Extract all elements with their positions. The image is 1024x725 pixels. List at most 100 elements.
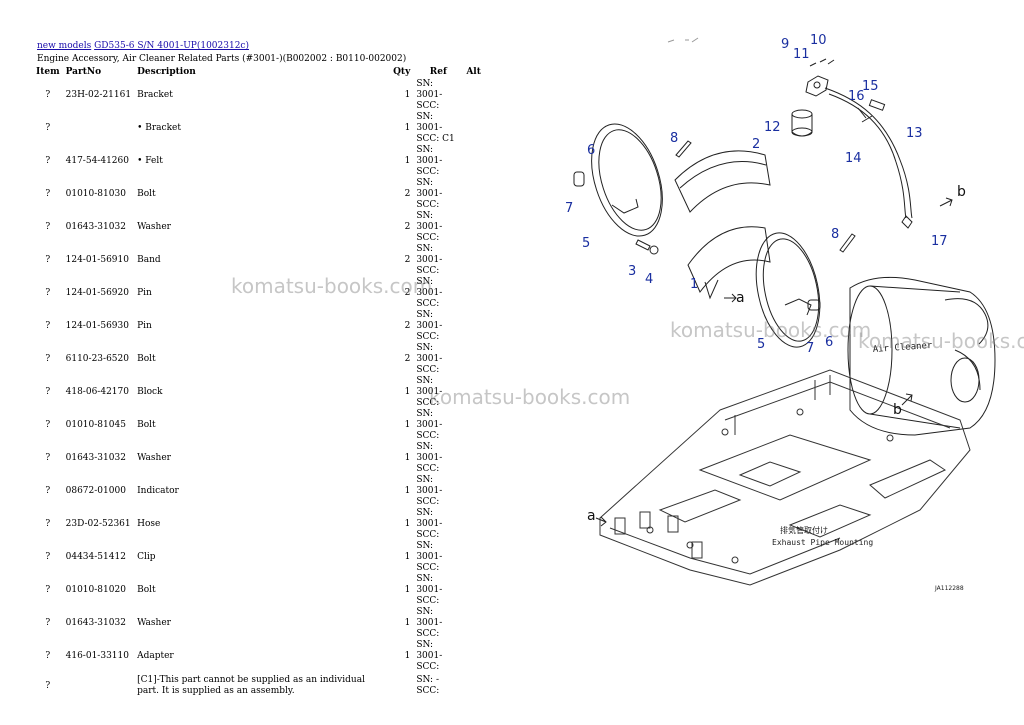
cell-ref: SN: 3001- SCC:	[416, 376, 443, 408]
cell-partno: 01010-81030	[65, 189, 126, 199]
cell-ref: SN: 3001- SCC:	[416, 607, 443, 639]
cell-ref: SN: 3001- SCC:	[416, 211, 443, 243]
cell-description: Pin	[137, 288, 152, 298]
breadcrumb: new models GD535-6 S/N 4001-UP(1002312c)	[37, 40, 249, 52]
cell-alt	[463, 277, 487, 310]
callout-15: 15	[862, 79, 879, 94]
cell-qty: 1	[404, 486, 411, 496]
callout-2: 2	[752, 137, 760, 152]
cell-item: ?	[45, 189, 51, 199]
air-cleaner	[847, 276, 996, 436]
cell-partno: 01010-81045	[65, 420, 126, 430]
cell-alt	[463, 640, 487, 673]
cell-partno: 23H-02-21161	[65, 90, 132, 100]
cell-partno	[63, 673, 134, 699]
bolt-3	[635, 239, 651, 251]
watermark-1: komatsu-books.com	[231, 274, 433, 298]
callout-6: 6	[587, 143, 595, 158]
cell-ref: SN: 3001- SCC:	[416, 178, 443, 210]
callout-16: 16	[848, 89, 865, 104]
cell-partno: 01010-81020	[65, 585, 126, 595]
watermark-3: komatsu-books.com	[670, 318, 872, 342]
breadcrumb-link-model[interactable]: GD535-6 S/N 4001-UP(1002312c)	[94, 41, 249, 51]
callout-4: 4	[645, 272, 653, 287]
callout-9: 9	[781, 37, 789, 52]
cell-qty: 1	[404, 420, 411, 430]
cell-alt	[463, 673, 487, 699]
cell-alt	[463, 310, 487, 343]
cell-description: Bolt	[137, 354, 156, 364]
cell-partno: 418-06-42170	[65, 387, 129, 397]
cell-ref: SN: 3001- SCC:	[416, 442, 443, 474]
table-header-row: Item PartNo Description Qty Ref Alt	[33, 66, 487, 79]
cell-ref: SN: 3001- SCC:	[416, 475, 443, 507]
cell-item: ?	[45, 453, 51, 463]
callout-8: 8	[670, 131, 678, 146]
bolt-8-upper	[675, 140, 692, 158]
cell-partno: 01643-31032	[65, 222, 126, 232]
cell-description: • Bracket	[137, 123, 181, 133]
cell-description: Washer	[137, 618, 171, 628]
bracket-upper	[674, 150, 771, 213]
callout-3: 3	[628, 264, 636, 279]
callout-7: 7	[565, 201, 573, 216]
cell-qty: 2	[404, 288, 411, 298]
cell-alt	[463, 211, 487, 244]
callout-13: 13	[906, 126, 923, 141]
cell-item: ?	[45, 354, 51, 364]
header-partno: PartNo	[65, 67, 102, 77]
breadcrumb-link-new-models[interactable]: new models	[37, 41, 92, 51]
cell-description: Bolt	[137, 420, 156, 430]
cell-alt	[463, 244, 487, 277]
washer-4	[649, 245, 659, 255]
cell-description: Hose	[137, 519, 161, 529]
exhaust-label: Exhaust Pipe Mounting	[772, 538, 873, 547]
indicator-icon	[791, 109, 813, 137]
cell-description: Bracket	[137, 90, 173, 100]
callout-5: 5	[757, 337, 765, 352]
cell-description: Indicator	[137, 486, 179, 496]
cell-item: ?	[45, 519, 51, 529]
cell-partno: 416-01-33110	[65, 651, 129, 661]
cell-qty: 1	[404, 156, 411, 166]
cell-item: ?	[45, 486, 51, 496]
callout-7: 7	[806, 341, 814, 356]
cell-description: Adapter	[137, 651, 174, 661]
cell-partno: 04434-51412	[65, 552, 126, 562]
callout-11: 11	[793, 47, 810, 62]
cell-item: ?	[45, 680, 51, 691]
cell-ref: SN: 3001- SCC:	[416, 541, 443, 573]
cell-ref: SN: 3001- SCC:	[416, 277, 443, 309]
cell-qty	[390, 673, 413, 699]
cell-qty: 1	[404, 618, 411, 628]
page-subtitle: Engine Accessory, Air Cleaner Related Pa…	[37, 54, 407, 64]
cell-item: ?	[45, 90, 51, 100]
callout-a: a	[736, 290, 745, 306]
arrow-a-upper	[724, 293, 737, 303]
cell-qty: 1	[404, 585, 411, 595]
cell-description: Bolt	[137, 189, 156, 199]
callout-b: b	[957, 184, 966, 200]
cell-qty: 2	[404, 222, 411, 232]
cell-description: Washer	[137, 222, 171, 232]
exhaust-jp-label: 排気管取付け	[780, 525, 828, 535]
hose-assembly	[805, 58, 913, 229]
cell-ref: SN: 3001- SCC:	[416, 79, 443, 111]
cell-note: [C1]-This part cannot be supplied as an …	[137, 675, 365, 696]
header-alt: Alt	[466, 67, 481, 77]
cell-qty: 1	[404, 387, 411, 397]
cell-qty: 2	[404, 321, 411, 331]
cell-partno: 23D-02-52361	[65, 519, 131, 529]
cell-qty: 2	[404, 255, 411, 265]
cell-alt	[463, 475, 487, 508]
cell-ref: SN: 3001- SCC:	[416, 574, 443, 606]
cell-ref: SN: 3001- SCC:	[416, 145, 443, 177]
